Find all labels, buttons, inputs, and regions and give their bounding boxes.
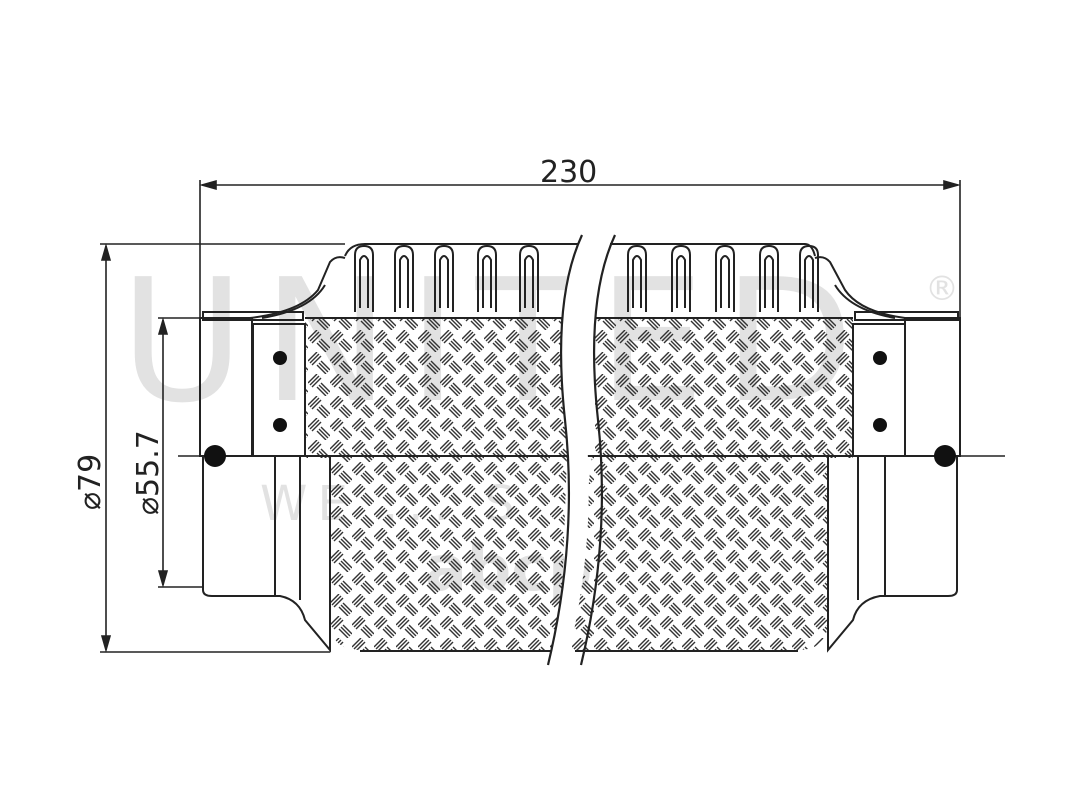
bellows-convolution (759, 244, 779, 312)
bellows-corrugation (344, 243, 819, 312)
left-lower-pipe (202, 456, 331, 653)
inner-braid-left (330, 455, 567, 650)
break-lines (546, 234, 616, 666)
outer-braid-left (305, 318, 567, 458)
bellows-convolution (354, 244, 374, 312)
rivets (204, 351, 956, 467)
left-clamp-ring (252, 323, 306, 457)
dimension-inner-diameter (157, 317, 203, 588)
rivet-icon (273, 418, 287, 432)
rivet-icon (204, 445, 226, 467)
bellows-convolution (627, 244, 647, 312)
bellows-convolution (477, 244, 497, 312)
bellows-shoulder-left (249, 256, 346, 319)
bellows-shoulder-right (814, 256, 906, 319)
bellows-envelope (344, 243, 816, 257)
bellows-convolution-inner (439, 255, 449, 308)
bellows-convolution-inner (676, 255, 686, 308)
registered-mark: ® (925, 269, 959, 309)
bellows-convolution (434, 244, 454, 312)
bellows-convolution-inner (482, 255, 492, 308)
rivet-icon (873, 351, 887, 365)
pipe-outline (199, 256, 961, 653)
bellows-convolution-inner (399, 255, 409, 308)
inner-braid-right (570, 455, 828, 650)
dimension-outer-diameter (100, 243, 345, 653)
break-line-right (579, 234, 616, 666)
dimension-length (199, 179, 961, 318)
break-line-left (546, 234, 583, 666)
bellows-convolution (671, 244, 691, 312)
rivet-icon (873, 418, 887, 432)
bellows-convolution-inner (764, 255, 774, 308)
top-flange-right (854, 311, 959, 321)
inner-diameter-label: ⌀55.7 (131, 430, 166, 515)
length-label: 230 (540, 155, 597, 190)
right-end-cap (904, 317, 961, 457)
right-lower-pipe (827, 456, 958, 653)
bellows-convolution (715, 244, 735, 312)
rivet-icon (273, 351, 287, 365)
bellows-convolution-inner (524, 255, 534, 308)
rivet-icon (934, 445, 956, 467)
bellows-convolution-inner (804, 255, 814, 308)
bellows-convolution (519, 244, 539, 312)
bellows-convolution-inner (720, 255, 730, 308)
outer-braid-right (595, 318, 853, 458)
bellows-convolution (394, 244, 414, 312)
outer-diameter-label: ⌀79 (73, 454, 108, 510)
braid-mesh (305, 318, 853, 650)
bellows-convolution-inner (632, 255, 642, 308)
bellows-convolution-inner (359, 255, 369, 308)
